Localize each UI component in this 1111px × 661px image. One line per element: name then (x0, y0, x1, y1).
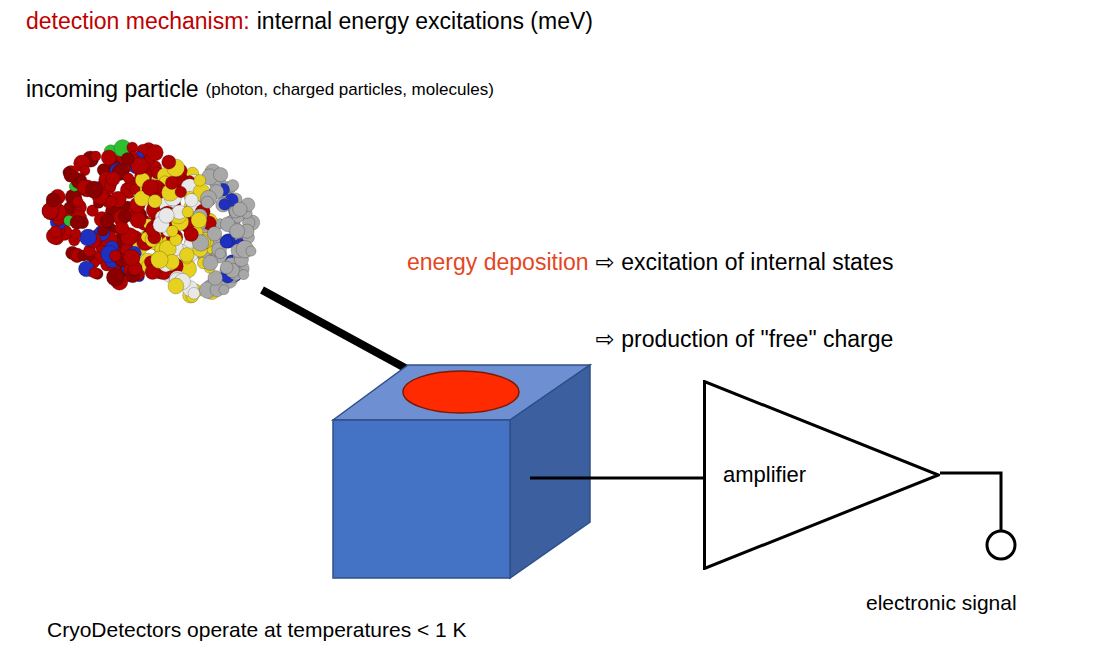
amplifier-triangle: amplifier (703, 380, 940, 570)
atom-sphere (168, 278, 184, 294)
atom-sphere (233, 202, 247, 216)
output-terminal (987, 531, 1015, 559)
atom-sphere (119, 210, 131, 222)
atom-sphere (64, 169, 77, 182)
input-wire (530, 477, 703, 480)
atom-sphere (219, 285, 229, 295)
atom-sphere (167, 225, 178, 236)
output-label: electronic signal (866, 591, 1017, 615)
atom-sphere (216, 197, 231, 212)
atom-sphere (50, 226, 62, 238)
atom-sphere (201, 196, 213, 208)
cube-side (510, 365, 590, 578)
process-step: ⇨ production of "free" charge (596, 326, 894, 352)
atom-sphere (215, 248, 226, 259)
atom-sphere (147, 144, 163, 160)
atom-sphere (121, 152, 134, 165)
protein-molecule (42, 140, 260, 303)
output-wire (940, 473, 1001, 531)
atom-sphere (220, 261, 233, 274)
atom-sphere (80, 229, 97, 246)
atom-sphere (46, 193, 60, 207)
atom-sphere (165, 176, 178, 189)
process-step: ⇨ excitation of internal states (596, 249, 894, 275)
node-label: amplifier (723, 462, 806, 488)
atom-sphere (101, 150, 116, 165)
atom-sphere (159, 208, 174, 223)
atom-sphere (110, 250, 122, 262)
atom-sphere (70, 215, 84, 229)
atom-sphere (89, 267, 100, 278)
heading-keyword: detection mechanism: (26, 8, 250, 34)
atom-sphere (86, 181, 103, 198)
atom-sphere (239, 270, 249, 280)
atom-sphere (106, 196, 117, 207)
atom-sphere (213, 168, 227, 182)
atom-sphere (180, 248, 195, 263)
atom-sphere (151, 251, 168, 268)
atom-sphere (91, 151, 101, 161)
heading-text: internal energy excitations (meV) (257, 8, 593, 34)
atom-sphere (115, 221, 129, 235)
atom-sphere (220, 236, 233, 249)
energy-deposit-spot (403, 371, 519, 413)
atom-sphere (148, 195, 162, 209)
atom-sphere (191, 212, 207, 228)
atom-sphere (246, 246, 256, 256)
atom-sphere (185, 193, 198, 206)
cube-front (333, 420, 510, 578)
atom-sphere (184, 228, 197, 241)
atom-sphere (100, 214, 114, 228)
atom-sphere (184, 227, 198, 241)
atom-sphere (207, 227, 222, 242)
atom-sphere (106, 172, 120, 186)
atom-sphere (123, 173, 134, 184)
atom-sphere (106, 268, 124, 286)
input-examples: (photon, charged particles, molecules) (206, 80, 494, 100)
atom-sphere (230, 224, 245, 239)
atom-sphere (142, 179, 158, 195)
atom-sphere (162, 155, 176, 169)
atom-sphere (124, 249, 140, 265)
atom-sphere (194, 175, 206, 187)
atom-sphere (203, 255, 218, 270)
atom-sphere (72, 196, 83, 207)
atom-sphere (219, 198, 231, 210)
atom-sphere (71, 229, 81, 239)
atom-sphere (182, 206, 193, 217)
process-keyword: energy deposition (407, 249, 589, 275)
atom-sphere (175, 186, 187, 198)
atom-sphere (130, 212, 146, 228)
triangle-shape (705, 382, 939, 569)
atom-sphere (188, 287, 200, 299)
input-label: incoming particle (26, 76, 199, 102)
footnote: CryoDetectors operate at temperatures < … (47, 618, 467, 642)
